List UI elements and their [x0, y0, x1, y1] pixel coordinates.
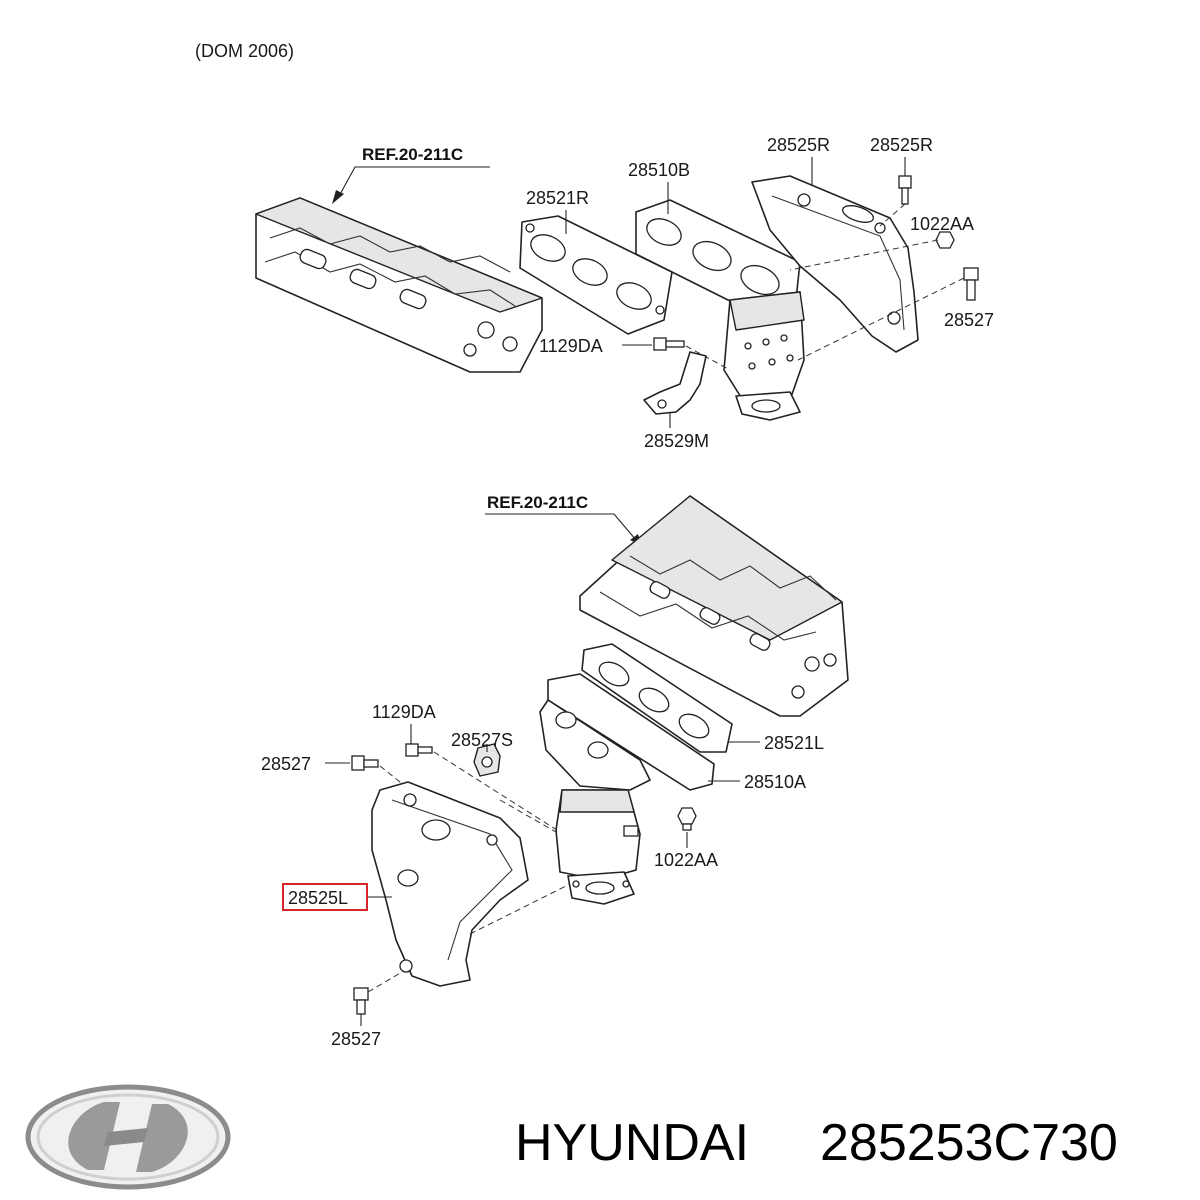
lower-gasket-28521L — [581, 643, 733, 753]
lower-ref-leader — [485, 513, 637, 541]
upper-gasket-28521R — [519, 215, 673, 335]
lower-bolt-bottom-icon — [353, 987, 369, 1015]
label-28525R-bolt[interactable]: 28525R — [870, 135, 933, 155]
upper-bolt-icon — [963, 267, 979, 301]
label-28521L[interactable]: 28521L — [764, 733, 824, 753]
upper-bracket-28529M — [643, 351, 707, 415]
lower-heat-shield-28525L — [371, 781, 529, 987]
upper-cylinder-head — [255, 197, 543, 373]
upper-stud-icon — [653, 337, 685, 351]
label-28529M[interactable]: 28529M — [644, 431, 709, 451]
lower-bolt-top-icon — [351, 755, 379, 771]
label-28510A[interactable]: 28510A — [744, 772, 806, 792]
label-28521R[interactable]: 28521R — [526, 188, 589, 208]
label-28525L[interactable]: 28525L — [288, 888, 348, 908]
lower-assembly: REF.20-211C 28521L — [261, 493, 849, 1049]
lower-manifold-28510A — [539, 673, 715, 905]
label-28525R-shield[interactable]: 28525R — [767, 135, 830, 155]
upper-shield-bolt-icon — [898, 175, 912, 205]
footer-part-number: 285253C730 — [820, 1114, 1118, 1172]
label-28527-upper[interactable]: 28527 — [944, 310, 994, 330]
upper-ref-leader — [337, 166, 490, 199]
hyundai-logo-icon — [25, 1084, 231, 1190]
upper-ref-arrowhead — [332, 190, 344, 204]
label-1129DA-upper[interactable]: 1129DA — [539, 336, 603, 356]
lower-nut-icon — [677, 807, 697, 831]
label-28527-lower-bottom[interactable]: 28527 — [331, 1029, 381, 1049]
upper-ref-label[interactable]: REF.20-211C — [362, 145, 463, 164]
lower-ref-label[interactable]: REF.20-211C — [487, 493, 588, 512]
label-1022AA-upper[interactable]: 1022AA — [910, 214, 974, 234]
upper-nut-icon — [935, 231, 955, 249]
highlight-box-28525L — [282, 883, 368, 911]
upper-manifold-28510B — [635, 199, 805, 421]
label-1129DA-lower[interactable]: 1129DA — [372, 702, 436, 722]
footer-brand: HYUNDAI — [515, 1114, 749, 1172]
lower-spacer-icon — [473, 743, 501, 777]
upper-assembly: REF.20-211C 28521R — [255, 135, 994, 451]
lower-stud-icon — [405, 743, 433, 757]
dom-note: (DOM 2006) — [195, 41, 294, 61]
upper-heat-shield-28525R — [751, 175, 919, 353]
lower-cylinder-head — [579, 495, 849, 717]
label-1022AA-lower[interactable]: 1022AA — [654, 850, 718, 870]
label-28527S[interactable]: 28527S — [451, 730, 513, 750]
label-28527-lower-top[interactable]: 28527 — [261, 754, 311, 774]
label-28510B[interactable]: 28510B — [628, 160, 690, 180]
